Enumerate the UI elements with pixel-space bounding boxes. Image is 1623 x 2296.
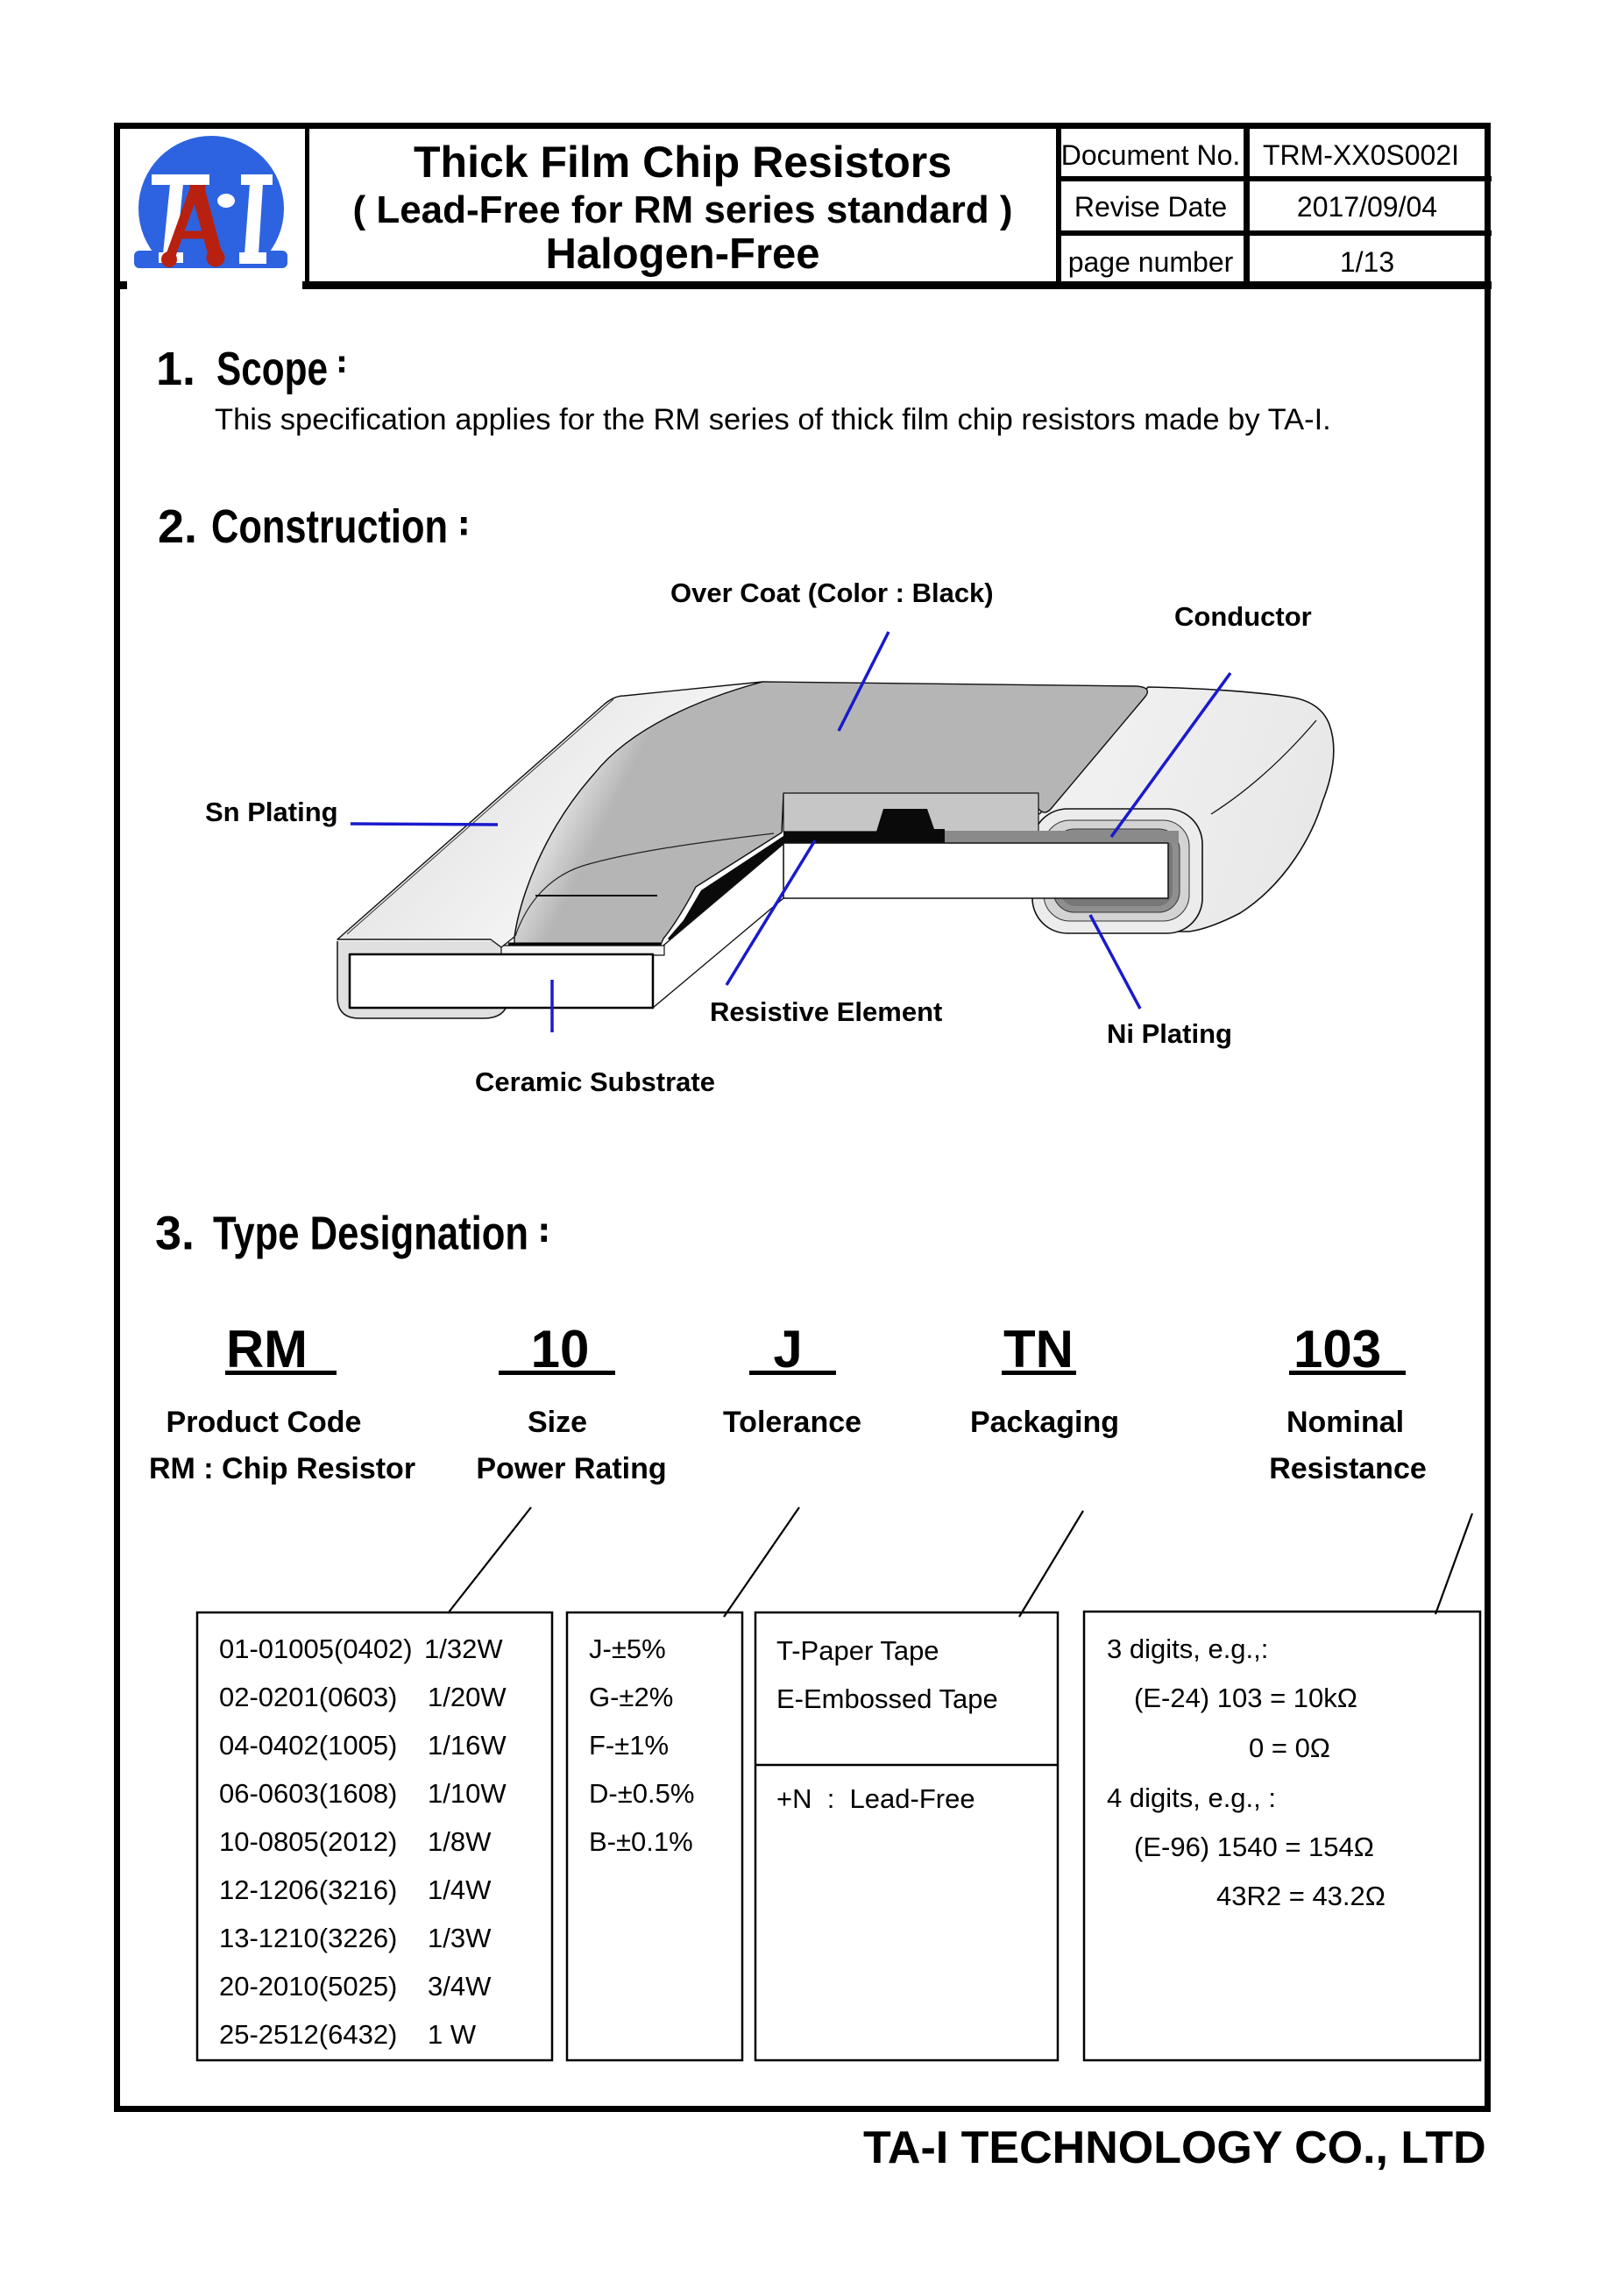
svg-text:E-Embossed Tape: E-Embossed Tape	[776, 1683, 998, 1714]
svg-text:Document No.: Document No.	[1061, 139, 1241, 171]
svg-text:+N : Lead-Free: +N : Lead-Free	[776, 1783, 975, 1814]
svg-text:3.: 3.	[155, 1208, 195, 1260]
svg-text:J: J	[773, 1320, 802, 1378]
svg-text:Size: Size	[528, 1406, 587, 1439]
svg-text:Ceramic Substrate: Ceramic Substrate	[475, 1067, 715, 1097]
svg-text:04-0402(1005): 04-0402(1005)	[219, 1730, 397, 1761]
svg-text:3 digits, e.g.,:: 3 digits, e.g.,:	[1107, 1633, 1268, 1664]
svg-text:page number: page number	[1068, 246, 1234, 278]
svg-text:Revise Date: Revise Date	[1074, 191, 1227, 223]
svg-text:F-±1%: F-±1%	[589, 1730, 669, 1761]
svg-text:Over Coat (Color : Black): Over Coat (Color : Black)	[670, 578, 994, 608]
svg-text:This specification applies for: This specification applies for the RM se…	[215, 403, 1331, 436]
svg-text:( Lead-Free for RM series stan: ( Lead-Free for RM series standard )	[352, 188, 1012, 231]
svg-text:Product Code: Product Code	[167, 1406, 362, 1439]
svg-text:G-±2%: G-±2%	[589, 1682, 673, 1712]
svg-text:RM: RM	[226, 1320, 308, 1378]
svg-text:TN: TN	[1003, 1320, 1074, 1378]
svg-text:T-Paper Tape: T-Paper Tape	[776, 1635, 939, 1666]
svg-text:01-01005(0402): 01-01005(0402)	[219, 1633, 413, 1664]
svg-text:10: 10	[531, 1320, 590, 1378]
svg-text:4 digits, e.g., :: 4 digits, e.g., :	[1107, 1782, 1276, 1813]
svg-text:Resistive Element: Resistive Element	[710, 996, 942, 1027]
svg-text:1 W: 1 W	[428, 2019, 477, 2050]
svg-text:13-1210(3226): 13-1210(3226)	[219, 1923, 397, 1953]
svg-text:1/8W: 1/8W	[428, 1826, 492, 1857]
svg-text:Nominal: Nominal	[1286, 1406, 1404, 1439]
svg-text:1/20W: 1/20W	[428, 1682, 507, 1712]
svg-text:Conductor: Conductor	[1174, 601, 1312, 632]
svg-text:43R2 = 43.2Ω: 43R2 = 43.2Ω	[1216, 1881, 1386, 1911]
svg-text:(E-96) 1540 = 154Ω: (E-96) 1540 = 154Ω	[1134, 1832, 1374, 1862]
svg-text:TA-I TECHNOLOGY CO., LTD: TA-I TECHNOLOGY CO., LTD	[863, 2122, 1486, 2173]
svg-text:0 = 0Ω: 0 = 0Ω	[1249, 1733, 1330, 1763]
svg-text:D-±0.5%: D-±0.5%	[589, 1778, 694, 1809]
svg-text:Construction: Construction	[211, 500, 448, 553]
svg-text:1/4W: 1/4W	[428, 1874, 492, 1905]
svg-text:25-2512(6432): 25-2512(6432)	[219, 2019, 397, 2050]
svg-text:Type Designation: Type Designation	[213, 1208, 528, 1260]
svg-text:Thick Film Chip Resistors: Thick Film Chip Resistors	[414, 138, 952, 187]
svg-text:Ni Plating: Ni Plating	[1107, 1018, 1232, 1049]
svg-text:3/4W: 3/4W	[428, 1971, 492, 2002]
svg-text:Scope: Scope	[216, 343, 328, 395]
svg-text:Tolerance: Tolerance	[723, 1406, 861, 1439]
svg-text:(E-24) 103 = 10kΩ: (E-24) 103 = 10kΩ	[1134, 1683, 1357, 1713]
svg-text:1/32W: 1/32W	[424, 1633, 503, 1664]
svg-text:Halogen-Free: Halogen-Free	[545, 230, 819, 278]
svg-text:20-2010(5025): 20-2010(5025)	[219, 1971, 397, 2002]
svg-text:1/13: 1/13	[1340, 246, 1394, 278]
svg-text:1/3W: 1/3W	[428, 1923, 492, 1953]
svg-text:2.: 2.	[158, 500, 197, 553]
svg-text:103: 103	[1293, 1320, 1381, 1378]
svg-text:02-0201(0603): 02-0201(0603)	[219, 1682, 397, 1712]
svg-text:Sn Plating: Sn Plating	[205, 797, 338, 827]
svg-text:12-1206(3216): 12-1206(3216)	[219, 1874, 397, 1905]
svg-text:2017/09/04: 2017/09/04	[1297, 191, 1437, 223]
svg-text:RM : Chip Resistor: RM : Chip Resistor	[149, 1452, 415, 1485]
svg-text:TRM-XX0S002I: TRM-XX0S002I	[1263, 139, 1459, 171]
svg-text:Packaging: Packaging	[970, 1406, 1119, 1439]
svg-text:B-±0.1%: B-±0.1%	[589, 1826, 693, 1857]
svg-text:1.: 1.	[156, 343, 195, 395]
svg-text:Resistance: Resistance	[1269, 1452, 1427, 1485]
svg-text:06-0603(1608): 06-0603(1608)	[219, 1778, 397, 1809]
svg-text:J-±5%: J-±5%	[589, 1633, 666, 1664]
svg-text:1/16W: 1/16W	[428, 1730, 507, 1761]
svg-text:1/10W: 1/10W	[428, 1778, 507, 1809]
svg-text:Power Rating: Power Rating	[476, 1452, 666, 1485]
svg-text:10-0805(2012): 10-0805(2012)	[219, 1826, 397, 1857]
